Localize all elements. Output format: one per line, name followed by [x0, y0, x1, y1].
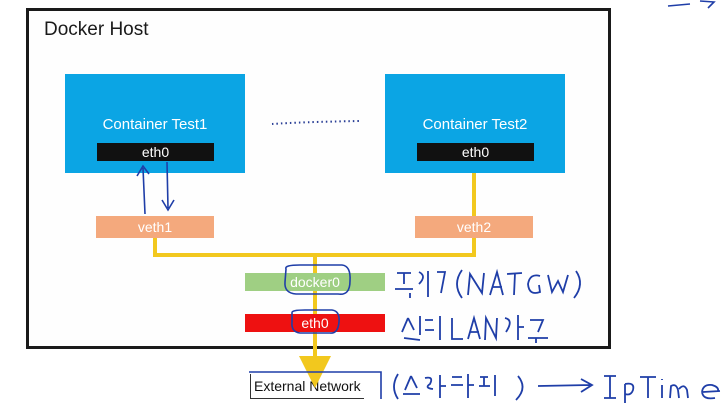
- link-veth1-down: [153, 237, 157, 255]
- host-eth0: eth0: [245, 314, 385, 332]
- link-container2-to-veth2: [472, 173, 476, 216]
- container-test1-eth0: eth0: [97, 143, 214, 161]
- docker0-bridge: docker0: [245, 273, 385, 291]
- link-bus-to-docker0: [313, 253, 317, 273]
- handwritten-switch-note: [393, 373, 721, 403]
- external-network-label: External Network: [250, 374, 364, 399]
- container-test2-eth0: eth0: [417, 143, 534, 161]
- docker-host-frame: Docker Host: [26, 8, 611, 349]
- veth1-box: veth1: [96, 216, 214, 238]
- corner-scribble: [667, 0, 716, 9]
- link-docker0-to-eth0: [313, 290, 317, 314]
- link-eth0-down: [313, 331, 317, 361]
- container-test1-label: Container Test1: [102, 116, 208, 133]
- docker-host-title: Docker Host: [44, 19, 149, 40]
- container-test2-label: Container Test2: [422, 116, 528, 133]
- veth2-box: veth2: [415, 216, 533, 238]
- container-test2: Container Test2 eth0: [385, 74, 565, 173]
- link-veth2-down: [472, 237, 476, 255]
- container-test1: Container Test1 eth0: [65, 74, 245, 173]
